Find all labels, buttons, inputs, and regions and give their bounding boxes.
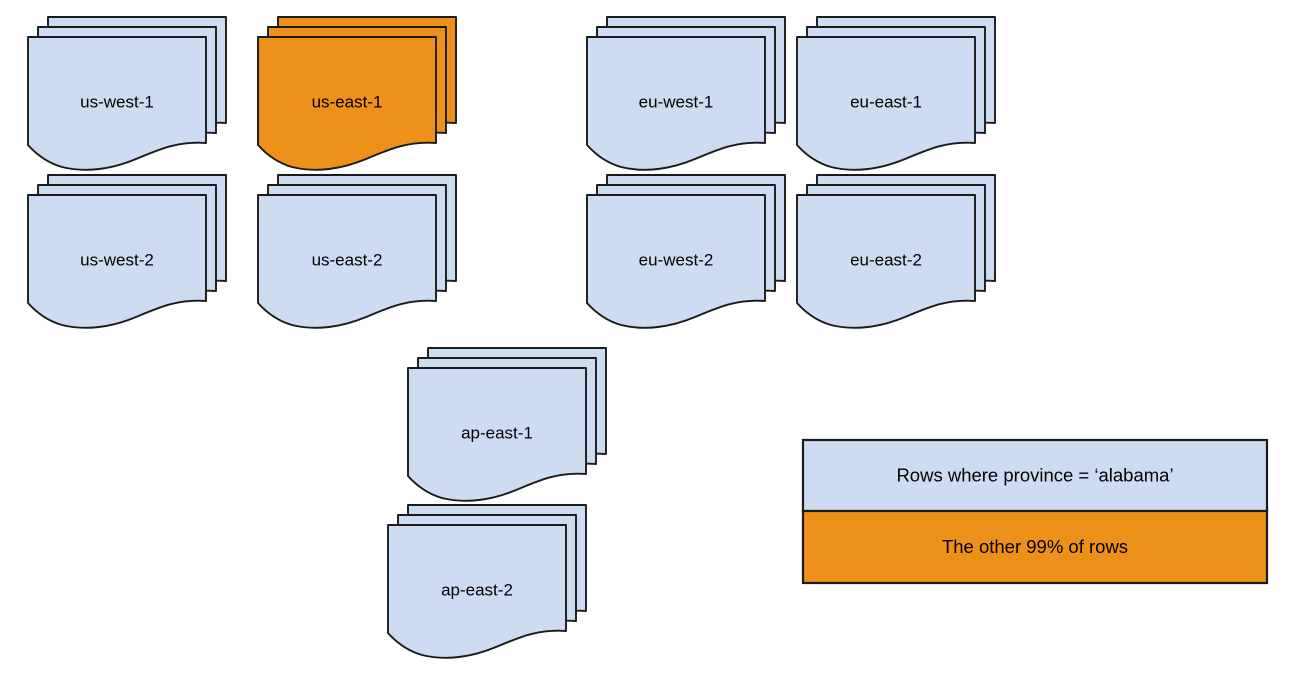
legend-row-legend-blue: Rows where province = ‘alabama’ — [801, 438, 1269, 513]
legend-swatch-blue — [801, 438, 1269, 513]
region-label-ap-east-1: ap-east-1 — [461, 423, 533, 442]
region-stack-eu-east-2[interactable]: eu-east-2 — [796, 174, 996, 329]
region-label-eu-west-1: eu-west-1 — [639, 92, 714, 111]
region-stack-us-west-2[interactable]: us-west-2 — [27, 174, 227, 329]
legend-row-legend-orange: The other 99% of rows — [801, 509, 1269, 585]
region-stacks-group: us-west-1 us-east-1 eu-west-1 eu-east-1 us-w… — [27, 16, 996, 659]
region-label-eu-east-1: eu-east-1 — [850, 92, 922, 111]
legend-label-legend-blue: Rows where province = ‘alabama’ — [896, 464, 1173, 485]
region-stack-eu-east-1[interactable]: eu-east-1 — [796, 16, 996, 171]
region-label-us-west-2: us-west-2 — [80, 250, 154, 269]
region-label-us-east-1: us-east-1 — [312, 92, 383, 111]
region-label-eu-east-2: eu-east-2 — [850, 250, 922, 269]
region-stack-us-east-1[interactable]: us-east-1 — [257, 16, 457, 171]
region-label-us-west-1: us-west-1 — [80, 92, 154, 111]
region-stack-eu-west-1[interactable]: eu-west-1 — [586, 16, 786, 171]
legend-swatch-orange — [801, 509, 1269, 585]
region-stack-us-west-1[interactable]: us-west-1 — [27, 16, 227, 171]
region-label-eu-west-2: eu-west-2 — [639, 250, 714, 269]
region-label-ap-east-2: ap-east-2 — [441, 580, 513, 599]
region-stack-ap-east-2[interactable]: ap-east-2 — [387, 504, 587, 659]
legend: Rows where province = ‘alabama’ The other… — [801, 438, 1269, 585]
region-label-us-east-2: us-east-2 — [312, 250, 383, 269]
region-stack-eu-west-2[interactable]: eu-west-2 — [586, 174, 786, 329]
legend-label-legend-orange: The other 99% of rows — [942, 536, 1128, 557]
region-stack-us-east-2[interactable]: us-east-2 — [257, 174, 457, 329]
region-stack-ap-east-1[interactable]: ap-east-1 — [407, 347, 607, 502]
